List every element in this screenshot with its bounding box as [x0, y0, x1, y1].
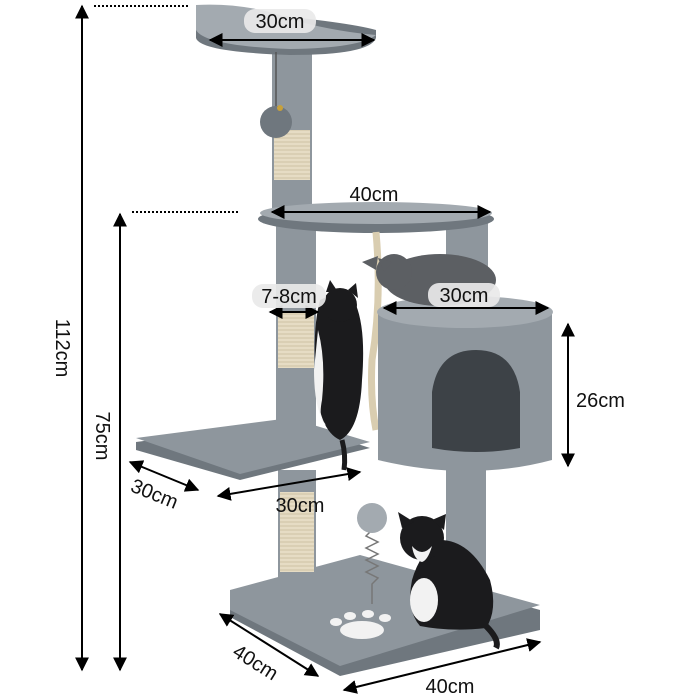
condo — [377, 296, 553, 471]
total-height-label: 112cm — [51, 319, 73, 378]
step-width-label: 30cm — [276, 495, 325, 517]
step-width-arrow — [216, 467, 362, 501]
sitting-black-white-cat — [398, 512, 500, 650]
step-depth-label: 30cm — [127, 475, 181, 514]
step-depth-arrow — [128, 460, 200, 492]
base-width-label: 40cm — [426, 676, 475, 698]
middle-height-label: 75cm — [91, 412, 113, 461]
top-perch-width-label: 30cm — [256, 11, 305, 33]
condo-height-label: 26cm — [576, 390, 625, 412]
base-width-arrow — [342, 638, 542, 694]
condo-width-label: 30cm — [440, 285, 489, 307]
post-diameter-label: 7-8cm — [261, 286, 317, 308]
paw-print-icon — [330, 610, 391, 639]
base-platform — [230, 555, 540, 676]
left-lower-post — [278, 470, 316, 600]
middle-platform-width-label: 40cm — [350, 184, 399, 206]
hanging-toy-ball-icon — [260, 106, 292, 138]
condo-entrance — [432, 350, 520, 452]
dimension-lines — [75, 4, 575, 694]
spring-toy — [357, 503, 387, 604]
base-depth-arrow — [218, 613, 320, 677]
left-middle-post — [276, 225, 316, 440]
spring-ball-icon — [357, 503, 387, 533]
climbing-black-white-cat — [314, 280, 364, 471]
